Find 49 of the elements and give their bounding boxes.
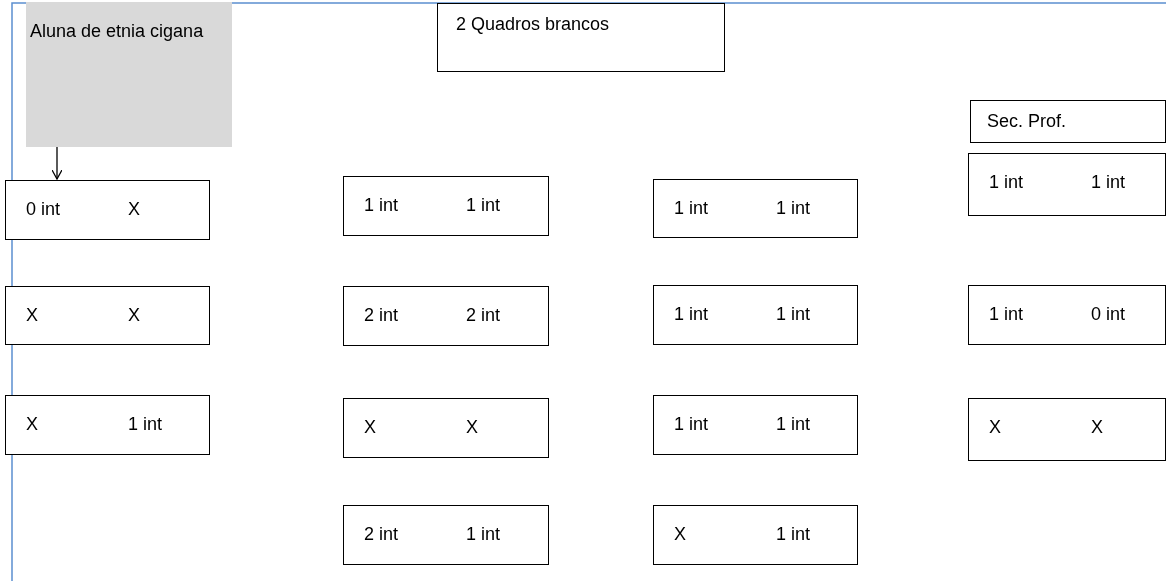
desk-box	[968, 153, 1166, 216]
desk-label: X	[26, 305, 38, 326]
desk-label: 1 int	[674, 304, 709, 325]
desk-label: 0 int	[1091, 304, 1126, 325]
desk-box	[5, 286, 210, 345]
desk-label: X	[364, 417, 376, 438]
desk-box	[343, 505, 549, 565]
desk-label: 1 int	[776, 304, 811, 325]
desk-label: 0 int	[26, 199, 61, 220]
note-text: Aluna de etnia cigana	[30, 20, 205, 43]
desk-label: X	[674, 524, 686, 545]
desk-box	[653, 395, 858, 455]
desk-label: 1 int	[989, 172, 1024, 193]
desk-label: 1 int	[674, 198, 709, 219]
desk-label: 1 int	[364, 195, 399, 216]
desk-box	[653, 179, 858, 238]
desk-label: 2 int	[364, 305, 399, 326]
desk-label: X	[26, 414, 38, 435]
desk-label: 1 int	[776, 414, 811, 435]
desk-box	[343, 176, 549, 236]
desk-label: 2 int	[364, 524, 399, 545]
desk-box	[653, 285, 858, 345]
desk-box	[653, 505, 858, 565]
whiteboard-box	[437, 3, 725, 72]
desk-box	[5, 180, 210, 240]
desk-label: 2 int	[466, 305, 501, 326]
whiteboard-label: 2 Quadros brancos	[456, 14, 610, 35]
desk-label: 1 int	[989, 304, 1024, 325]
desk-label: 1 int	[776, 198, 811, 219]
desk-box	[968, 398, 1166, 461]
desk-label: X	[466, 417, 478, 438]
desk-label: X	[128, 305, 140, 326]
desk-box	[5, 395, 210, 455]
desk-label: 1 int	[674, 414, 709, 435]
teacher-desk-box	[970, 100, 1166, 143]
desk-box	[343, 398, 549, 458]
teacher-desk-label: Sec. Prof.	[987, 111, 1067, 132]
desk-label: X	[128, 199, 140, 220]
student-note-box	[26, 2, 232, 147]
desk-label: 1 int	[128, 414, 163, 435]
desk-label: 1 int	[466, 195, 501, 216]
desk-box	[343, 286, 549, 346]
desk-label: X	[989, 417, 1001, 438]
desk-label: 1 int	[776, 524, 811, 545]
desk-label: 1 int	[466, 524, 501, 545]
desk-label: 1 int	[1091, 172, 1126, 193]
desk-box	[968, 285, 1166, 345]
arrow	[51, 146, 63, 180]
desk-label: X	[1091, 417, 1103, 438]
